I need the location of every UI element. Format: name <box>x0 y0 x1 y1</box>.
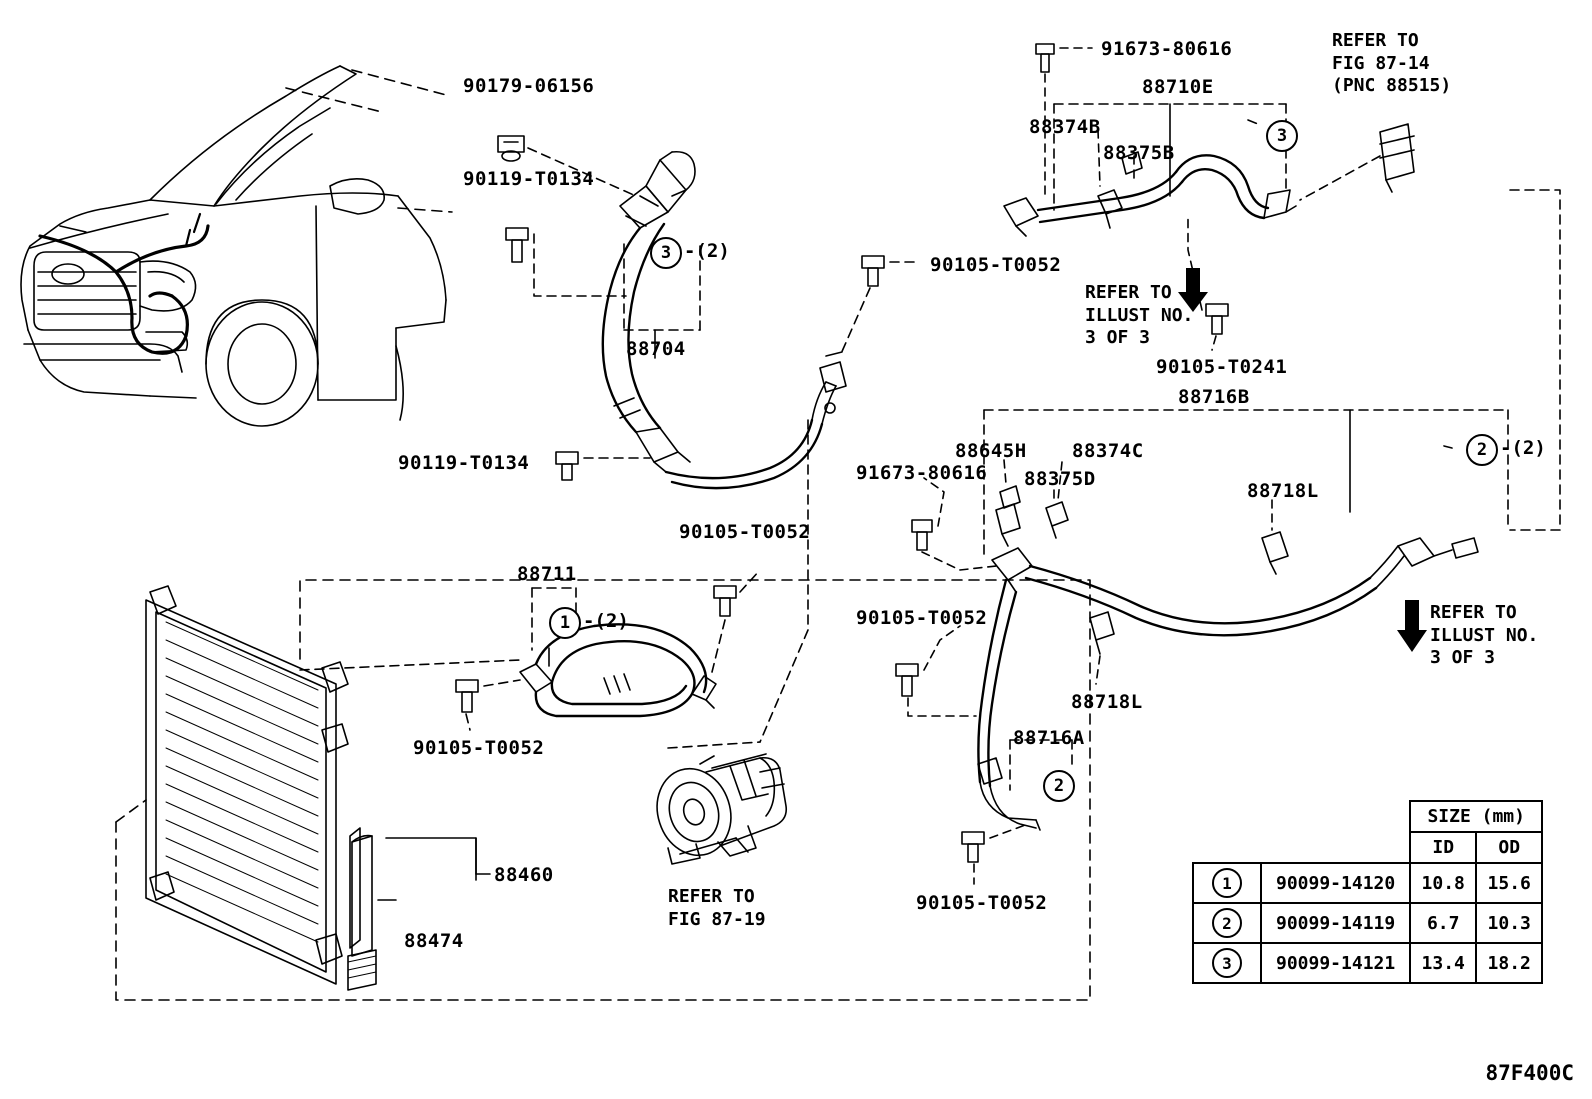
note-refer-illust-3of3-top: REFER TO ILLUST NO. 3 OF 3 <box>1085 282 1194 348</box>
table-row: 2 90099-14119 6.7 10.3 <box>1192 902 1544 944</box>
callout-88374C: 88374C <box>1072 440 1144 462</box>
callout-90105-T0052-mid: 90105-T0052 <box>930 254 1062 276</box>
size-table-part: 90099-14119 <box>1259 902 1412 944</box>
callout-88474: 88474 <box>404 930 464 952</box>
size-table-part: 90099-14121 <box>1259 942 1412 984</box>
size-table-marker: 1 <box>1192 862 1262 904</box>
note-refer-illust-3of3-right: REFER TO ILLUST NO. 3 OF 3 <box>1430 602 1539 668</box>
marker-1-left: 1 <box>549 607 581 639</box>
size-table-id: 6.7 <box>1409 902 1478 944</box>
callout-90105-T0052-lower-mid: 90105-T0052 <box>856 607 988 629</box>
callout-88716A: 88716A <box>1013 727 1085 749</box>
size-table-id: 10.8 <box>1409 862 1478 904</box>
size-table-header-row: ID OD <box>1193 831 1544 864</box>
table-row: 3 90099-14121 13.4 18.2 <box>1192 942 1544 984</box>
size-table-marker: 2 <box>1192 902 1262 944</box>
callout-90105-T0052-condenser: 90105-T0052 <box>413 737 545 759</box>
callout-88716B: 88716B <box>1178 386 1250 408</box>
callout-90105-T0241: 90105-T0241 <box>1156 356 1288 378</box>
size-table-marker-circle: 2 <box>1212 908 1242 938</box>
size-table-col-id: ID <box>1409 831 1478 864</box>
callout-90179-06156: 90179-06156 <box>463 75 595 97</box>
marker-1-left-qty: -(2) <box>583 610 629 632</box>
callout-90105-T0052-upper-left: 90105-T0052 <box>679 521 811 543</box>
callout-88704: 88704 <box>626 338 686 360</box>
table-row: 1 90099-14120 10.8 15.6 <box>1192 862 1544 904</box>
callout-91673-80616-top: 91673-80616 <box>1101 38 1233 60</box>
marker-2-low: 2 <box>1043 770 1075 802</box>
size-table-od: 18.2 <box>1475 942 1544 984</box>
size-table-od: 10.3 <box>1475 902 1544 944</box>
callout-90105-T0052-low: 90105-T0052 <box>916 892 1048 914</box>
size-table-id: 13.4 <box>1409 942 1478 984</box>
size-table-part: 90099-14120 <box>1259 862 1412 904</box>
size-table-title: SIZE (mm) <box>1409 800 1544 833</box>
size-table-od: 15.6 <box>1475 862 1544 904</box>
callout-88375D: 88375D <box>1024 468 1096 490</box>
note-refer-fig-87-19: REFER TO FIG 87-19 <box>668 886 766 930</box>
size-table-col-od: OD <box>1475 831 1544 864</box>
marker-3-top: 3 <box>1266 120 1298 152</box>
callout-88711: 88711 <box>517 563 577 585</box>
callout-90119-T0134-bottom: 90119-T0134 <box>398 452 530 474</box>
note-refer-fig-87-14: REFER TO FIG 87-14 (PNC 88515) <box>1332 30 1452 96</box>
marker-3-left-qty: -(2) <box>684 240 730 262</box>
marker-3-left: 3 <box>650 237 682 269</box>
callout-88718L-low: 88718L <box>1071 691 1143 713</box>
marker-2-right-qty: -(2) <box>1500 437 1546 459</box>
callout-88374B: 88374B <box>1029 116 1101 138</box>
callout-88710E: 88710E <box>1142 76 1214 98</box>
size-table-marker-circle: 1 <box>1212 868 1242 898</box>
callout-91673-80616-mid: 91673-80616 <box>856 462 988 484</box>
size-table: SIZE (mm) ID OD 1 90099-14120 10.8 15.6 … <box>1192 800 1544 984</box>
marker-2-right: 2 <box>1466 434 1498 466</box>
size-table-marker: 3 <box>1192 942 1262 984</box>
size-table-marker-circle: 3 <box>1212 948 1242 978</box>
callout-90119-T0134-top: 90119-T0134 <box>463 168 595 190</box>
figure-code: 87F400C <box>1485 1061 1574 1085</box>
callout-88718L-right: 88718L <box>1247 480 1319 502</box>
callout-88375B: 88375B <box>1103 142 1175 164</box>
size-table-title-row: SIZE (mm) <box>1193 800 1544 833</box>
callout-88460: 88460 <box>494 864 554 886</box>
callout-88645H: 88645H <box>955 440 1027 462</box>
